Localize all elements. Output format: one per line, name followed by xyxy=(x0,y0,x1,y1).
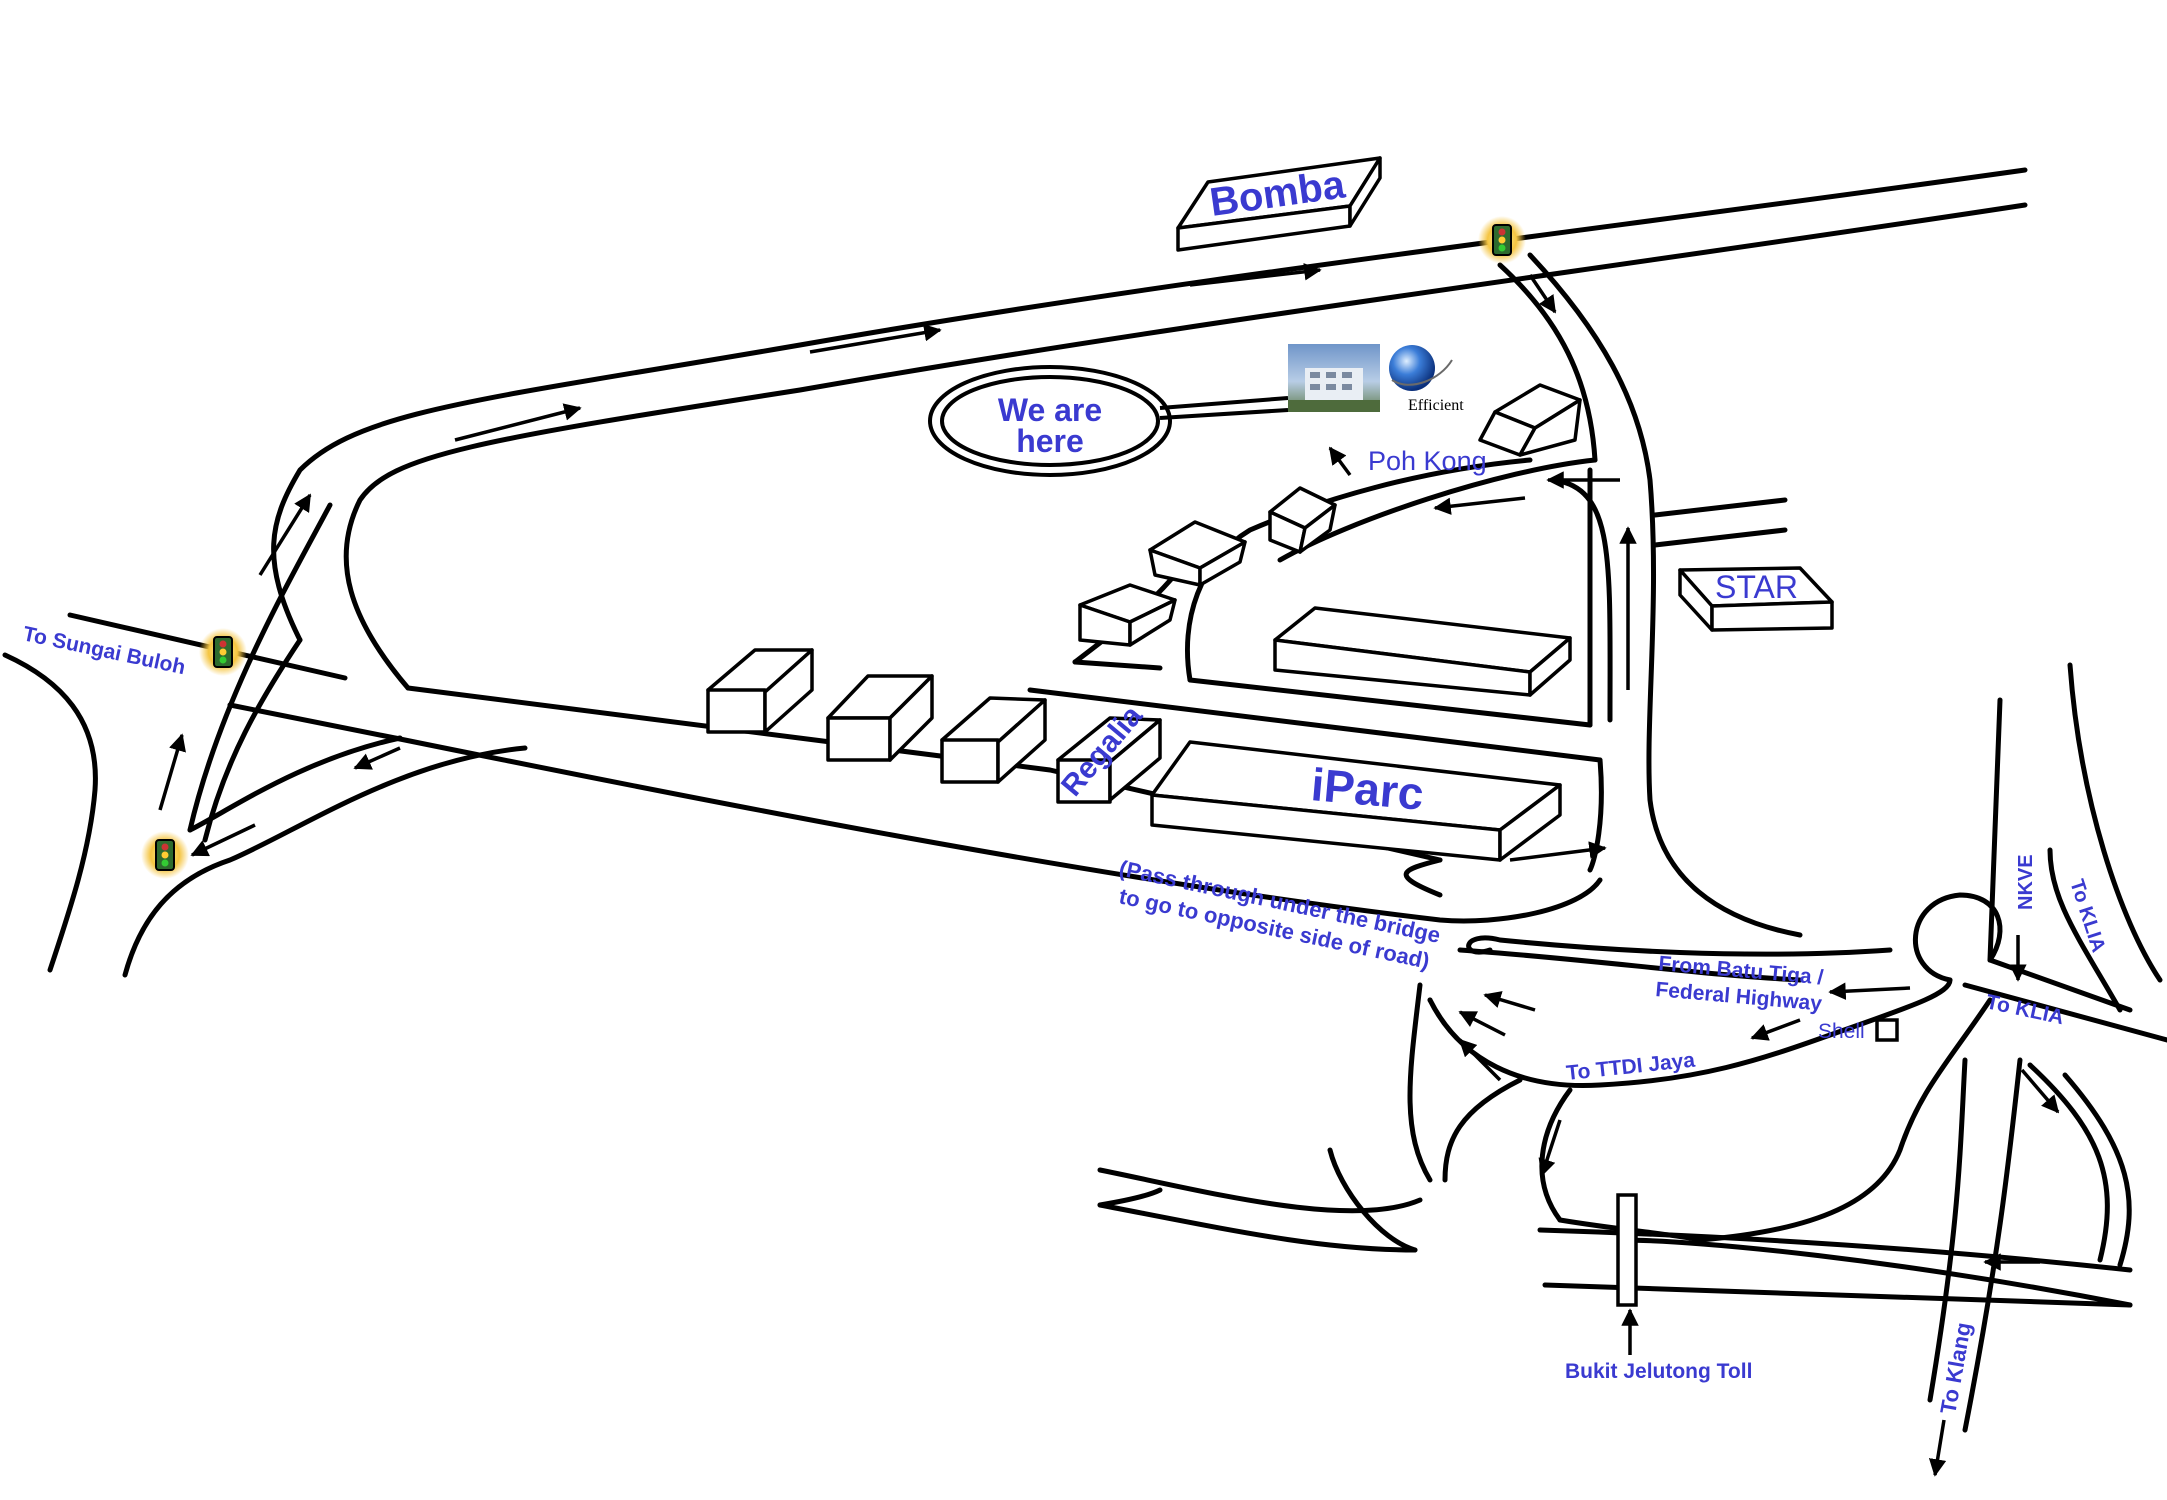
building-row-2 xyxy=(826,674,934,762)
label-star: STAR xyxy=(1715,569,1798,605)
building-small-1 xyxy=(1268,486,1337,554)
iparc-road xyxy=(392,685,1604,924)
building-iparc xyxy=(1150,740,1562,862)
direction-arrows xyxy=(158,263,2060,1477)
main-highway-north xyxy=(271,167,2028,691)
label-bukit-jelutong-toll: Bukit Jelutong Toll xyxy=(1565,1360,1752,1383)
left-junction-roads xyxy=(2,502,528,978)
label-shell: Shell xyxy=(1818,1020,1865,1043)
building-row-1 xyxy=(706,648,814,734)
building-poh-kong xyxy=(1478,383,1582,457)
building-photo xyxy=(1288,344,1380,412)
label-we-are-here-2: here xyxy=(1016,423,1084,459)
label-to-klia-1: To KLIA xyxy=(2065,877,2109,955)
label-to-sungai-buloh: To Sungai Buloh xyxy=(21,622,187,679)
shell-station-marker xyxy=(1875,1018,1899,1042)
we-are-here-callout xyxy=(928,365,1289,477)
toll-plaza xyxy=(1616,1193,1638,1307)
label-we-are-here-1: We are xyxy=(998,392,1102,428)
label-iparc: iParc xyxy=(1309,758,1426,820)
building-small-3 xyxy=(1078,583,1177,647)
label-poh-kong: Poh Kong xyxy=(1368,446,1487,476)
traffic-light-icon xyxy=(141,831,189,879)
label-to-klia-2: To KLIA xyxy=(1984,990,2066,1029)
traffic-light-icon xyxy=(1478,216,1526,264)
interchange-roads xyxy=(1697,662,2167,1433)
right-vertical-roads xyxy=(1072,252,1803,938)
label-efficient: Efficient xyxy=(1408,397,1464,414)
building-regalia xyxy=(1056,716,1162,804)
efficient-globe-logo xyxy=(1389,345,1453,391)
building-bomba xyxy=(1176,156,1382,252)
traffic-light-icon xyxy=(199,628,247,676)
building-row-3 xyxy=(940,696,1047,784)
label-nkve: NKVE xyxy=(2015,854,2037,910)
building-star xyxy=(1678,566,1834,632)
building-small-2 xyxy=(1148,520,1247,587)
building-long-north xyxy=(1273,606,1572,697)
